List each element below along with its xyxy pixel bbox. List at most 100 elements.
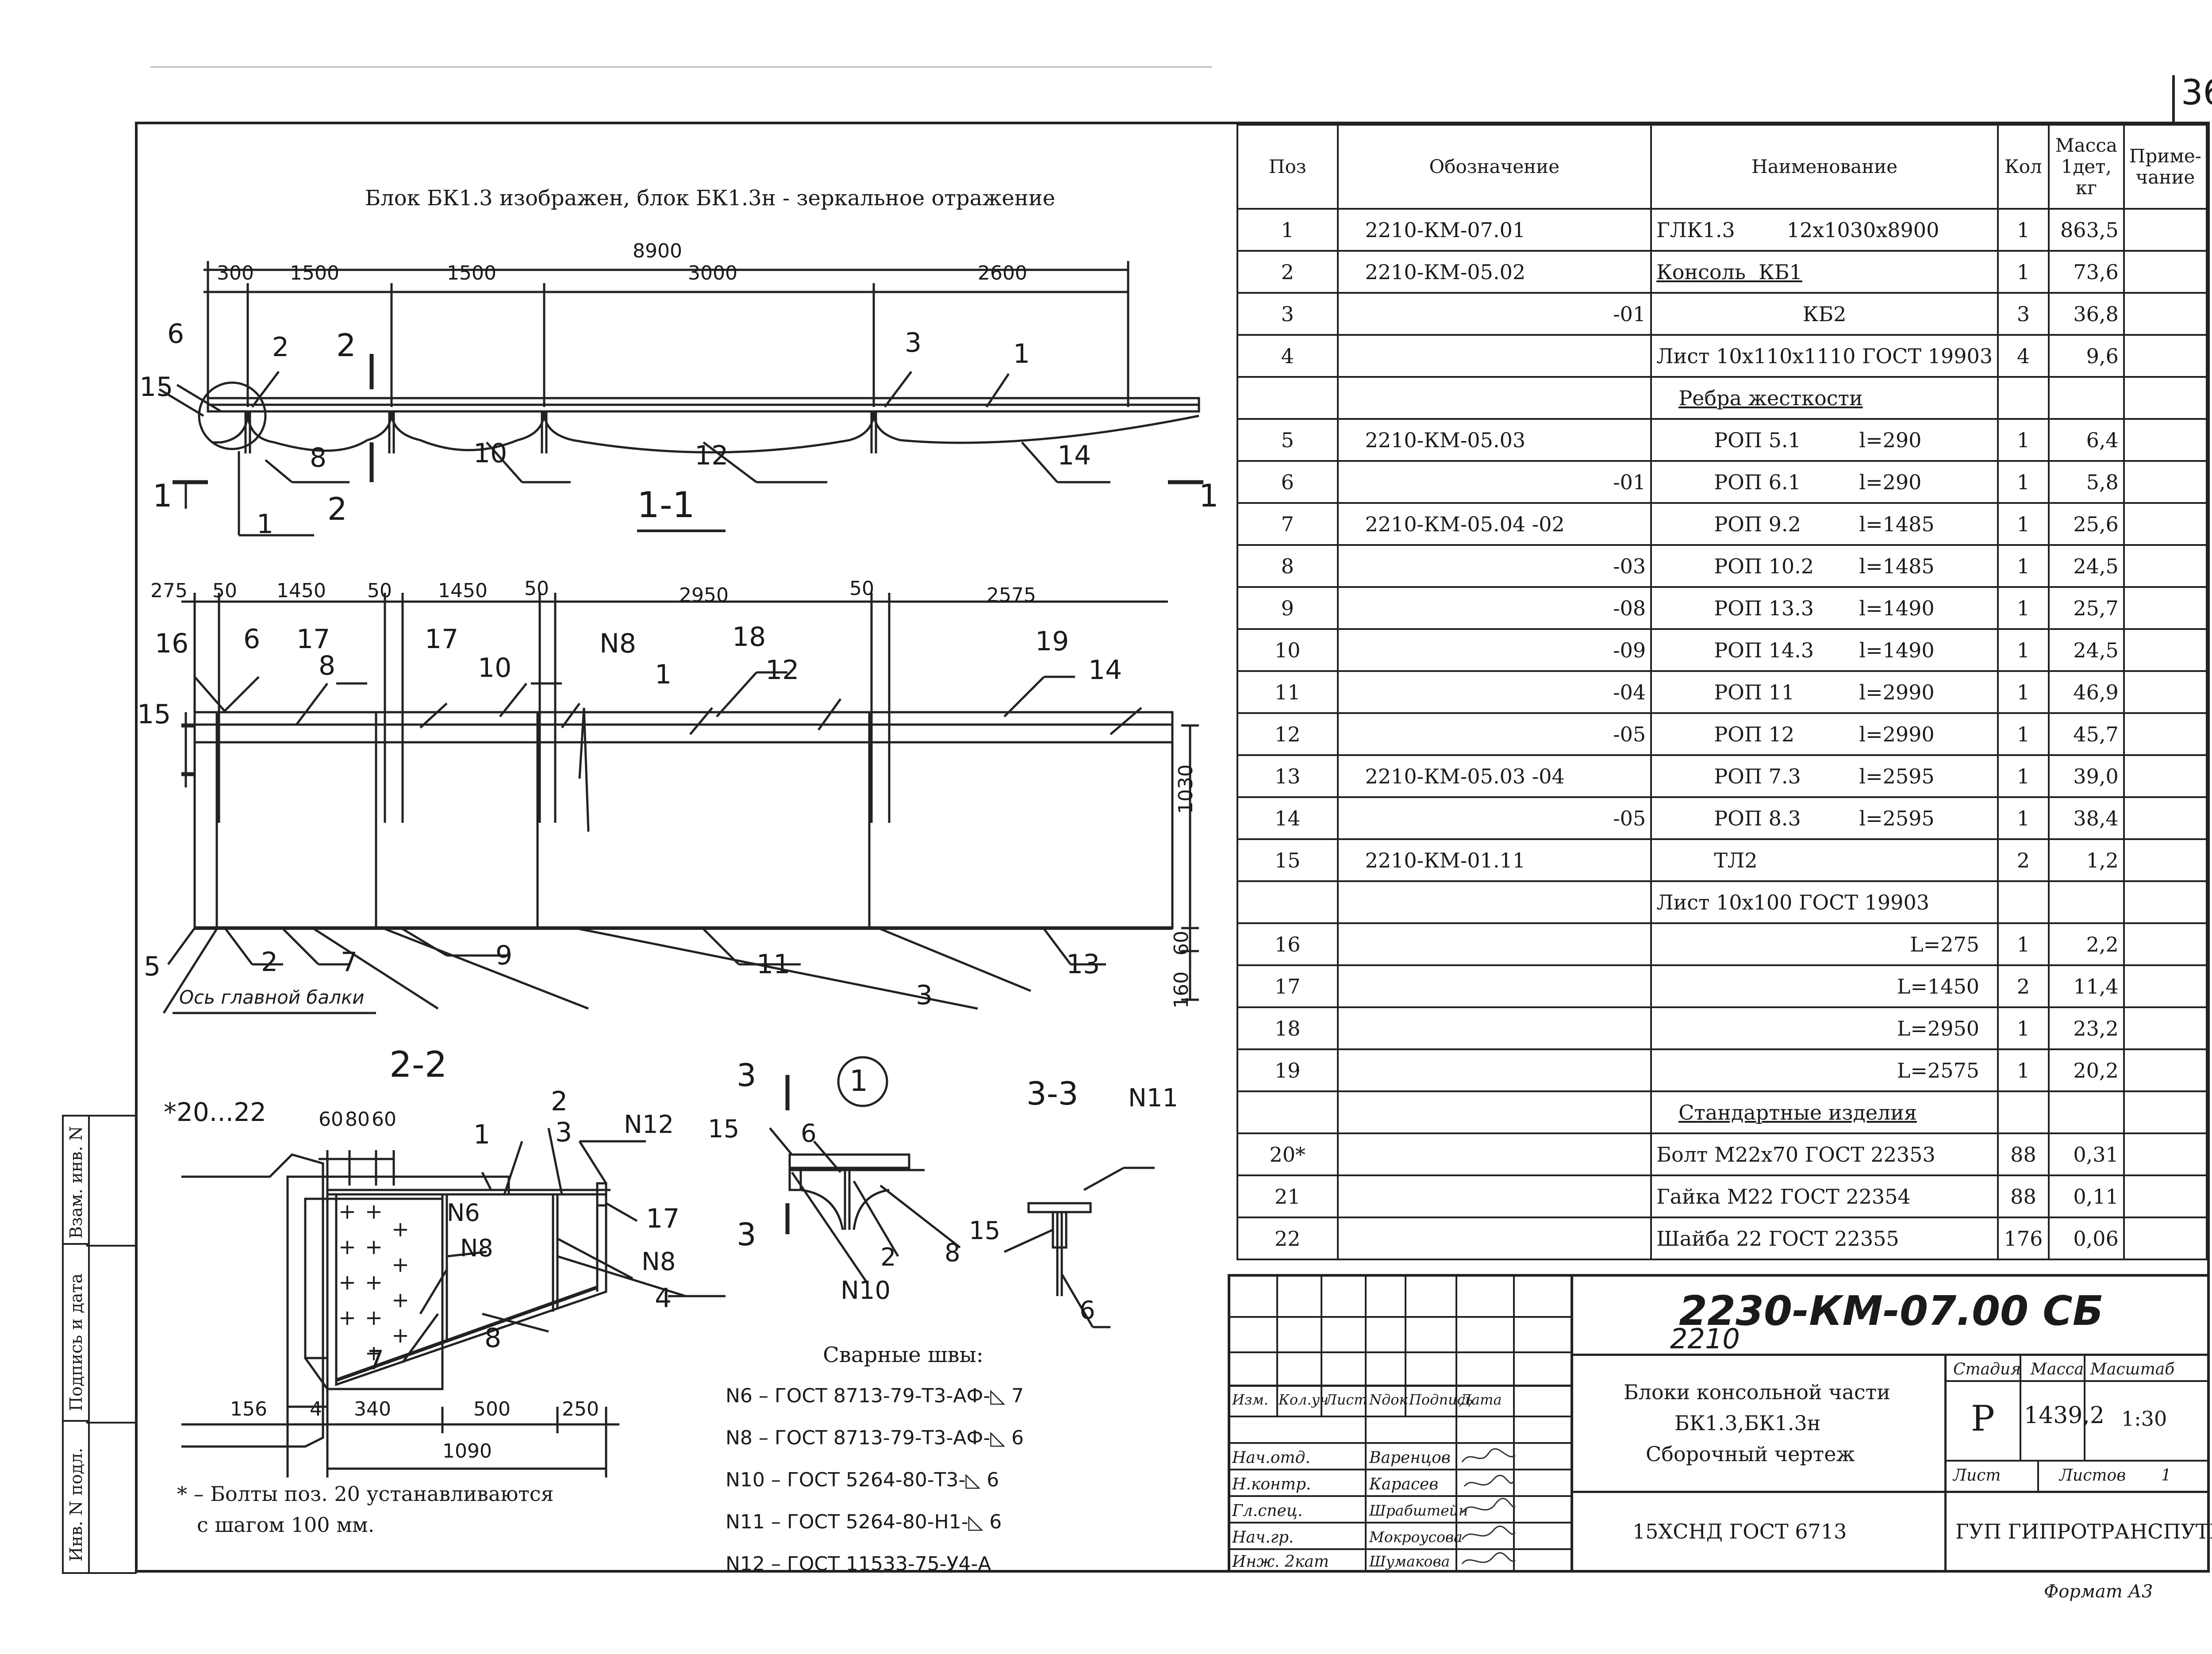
weld-callout: N6 <box>447 1199 480 1227</box>
spec-cell-des: -09 <box>1336 628 1652 672</box>
weld-spec: N10 – ГОСТ 5264-80-Т3-◺ 6 <box>726 1469 999 1491</box>
spec-cell-note <box>2123 292 2208 336</box>
side-stamp-column <box>62 1115 90 1574</box>
callout: 5 <box>144 951 161 982</box>
stage-value: Р <box>1971 1398 1995 1439</box>
drawing-area: Блок БК1.3 изображен, блок БК1.3н - зерк… <box>137 124 1234 1575</box>
dim-label: 2575 <box>987 584 1036 606</box>
detail-circle-marker <box>837 1056 888 1107</box>
callout: 1 <box>473 1119 491 1150</box>
spec-cell-des <box>1336 1174 1652 1218</box>
drawing-code: 2230-КМ-07.00 СБ <box>1679 1287 2104 1335</box>
spec-cell-name: РОП 9.2 l=1485 <box>1650 502 1999 546</box>
spec-cell-des: 2210-КМ-07.01 <box>1336 208 1652 252</box>
spec-cell-note <box>2123 1174 2208 1218</box>
spec-cell-name: РОП 5.1 l=290 <box>1650 418 1999 462</box>
sheet-number: 36 <box>2181 73 2212 113</box>
spec-cell-note <box>2123 922 2208 966</box>
section-title-3-3: 3-3 <box>1026 1075 1079 1112</box>
callout: 18 <box>732 622 766 652</box>
spec-cell-note <box>2123 880 2208 924</box>
bolt-pitch: 80 <box>345 1108 370 1131</box>
spec-cell-des: -01 <box>1336 460 1652 504</box>
spec-cell-pos: 5 <box>1237 418 1339 462</box>
spec-cell-note <box>2123 208 2208 252</box>
weld-spec: N6 – ГОСТ 8713-79-Т3-АФ-◺ 7 <box>726 1385 1024 1407</box>
callout: 7 <box>341 947 358 978</box>
spec-cell-mass: 39,0 <box>2047 754 2125 798</box>
spec-cell-des <box>1336 376 1652 420</box>
spec-cell-pos: 13 <box>1237 754 1339 798</box>
spec-cell-pos: 4 <box>1237 334 1339 378</box>
spec-cell-des: 2210-КМ-05.04 -02 <box>1336 502 1652 546</box>
spec-cell-des <box>1336 1006 1652 1050</box>
callout: 14 <box>1057 440 1091 471</box>
callout: 4 <box>655 1283 672 1314</box>
plan-top-plates <box>193 711 1174 726</box>
side-label-replace: Взам. инв. N <box>66 1126 86 1239</box>
title-block: 2230-КМ-07.00 СБ 2210 Блоки консольной ч… <box>1228 1274 2212 1571</box>
spec-cell-pos: 11 <box>1237 670 1339 714</box>
callout: 15 <box>708 1115 740 1144</box>
spec-cell-qty: 2 <box>1997 838 2050 882</box>
weld-callout: N8 <box>460 1234 493 1262</box>
callout: 3 <box>905 327 922 358</box>
section-mark-2: 2 <box>327 491 347 527</box>
spec-cell-name: L=1450 <box>1650 964 1999 1008</box>
spec-cell-name: РОП 10.2 l=1485 <box>1650 544 1999 588</box>
spec-cell-qty <box>1997 880 2050 924</box>
spec-cell-name: Болт М22x70 ГОСТ 22353 <box>1650 1132 1999 1176</box>
weld-spec: N11 – ГОСТ 5264-80-Н1-◺ 6 <box>726 1511 1002 1533</box>
spec-cell-des: -01 <box>1336 292 1652 336</box>
spec-cell-mass: 45,7 <box>2047 712 2125 756</box>
section-title-1-1: 1-1 <box>637 484 695 526</box>
spec-cell-pos: 6 <box>1237 460 1339 504</box>
callout: 2 <box>272 332 289 363</box>
spec-cell-mass: 0,06 <box>2047 1217 2125 1260</box>
col-name: Наименование <box>1650 124 1999 210</box>
spec-cell-pos: 16 <box>1237 922 1339 966</box>
spec-cell-des <box>1336 334 1652 378</box>
side-cell <box>64 1117 88 1245</box>
spec-cell-des: -03 <box>1336 544 1652 588</box>
drawing-frame <box>135 122 2210 1573</box>
axis-label: Ось главной балки <box>179 986 365 1008</box>
callout: 2 <box>551 1086 568 1117</box>
col-mass-l2: 1дет, <box>2061 155 2112 177</box>
spec-cell-pos: 22 <box>1237 1217 1339 1260</box>
spec-cell-des: 2210-КМ-05.03 -04 <box>1336 754 1652 798</box>
spec-cell-note <box>2123 544 2208 588</box>
section-mark-1: 1 <box>1199 478 1219 514</box>
mass-label: Масса <box>2031 1360 2084 1378</box>
spec-cell-des: -05 <box>1336 712 1652 756</box>
spec-cell-des: -08 <box>1336 586 1652 630</box>
spec-cell-pos: 15 <box>1237 838 1339 882</box>
callout: 8 <box>319 650 336 681</box>
callout: 6 <box>1079 1296 1095 1325</box>
spec-cell-mass: 2,2 <box>2047 922 2125 966</box>
callout: 8 <box>310 442 327 473</box>
spec-cell-qty: 1 <box>1997 922 2050 966</box>
side-stamp-values <box>86 1115 137 1574</box>
side-label-inv: Инв. N подл. <box>66 1447 86 1562</box>
dim-label: 1450 <box>438 579 488 602</box>
spec-cell-name: ТЛ2 <box>1650 838 1999 882</box>
spec-cell-qty <box>1997 1090 2050 1134</box>
spec-cell-des: 2210-КМ-05.02 <box>1336 250 1652 294</box>
weld-callout: N8 <box>641 1247 676 1276</box>
spec-cell-note <box>2123 502 2208 546</box>
spec-cell-mass: 24,5 <box>2047 544 2125 588</box>
section-mark-3: 3 <box>737 1057 757 1094</box>
spec-row: Ребра жесткости <box>1237 376 2208 420</box>
callout: 6 <box>801 1119 817 1148</box>
rev-header: Nдок <box>1369 1391 1408 1408</box>
spec-cell-qty: 1 <box>1997 586 2050 630</box>
signature-mark <box>1461 1552 1516 1565</box>
